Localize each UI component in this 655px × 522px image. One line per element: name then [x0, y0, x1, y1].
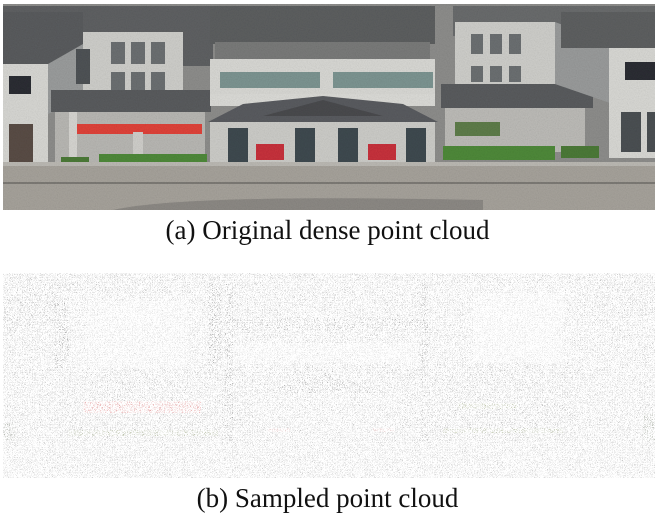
sampled-point-cloud-render: [3, 273, 655, 478]
dense-point-cloud-image: [3, 4, 655, 210]
caption-b: (b) Sampled point cloud: [196, 483, 459, 513]
caption-a: (a) Original dense point cloud: [165, 215, 490, 245]
sampled-point-cloud-image: [3, 273, 655, 478]
dense-point-cloud-render: [3, 4, 655, 210]
